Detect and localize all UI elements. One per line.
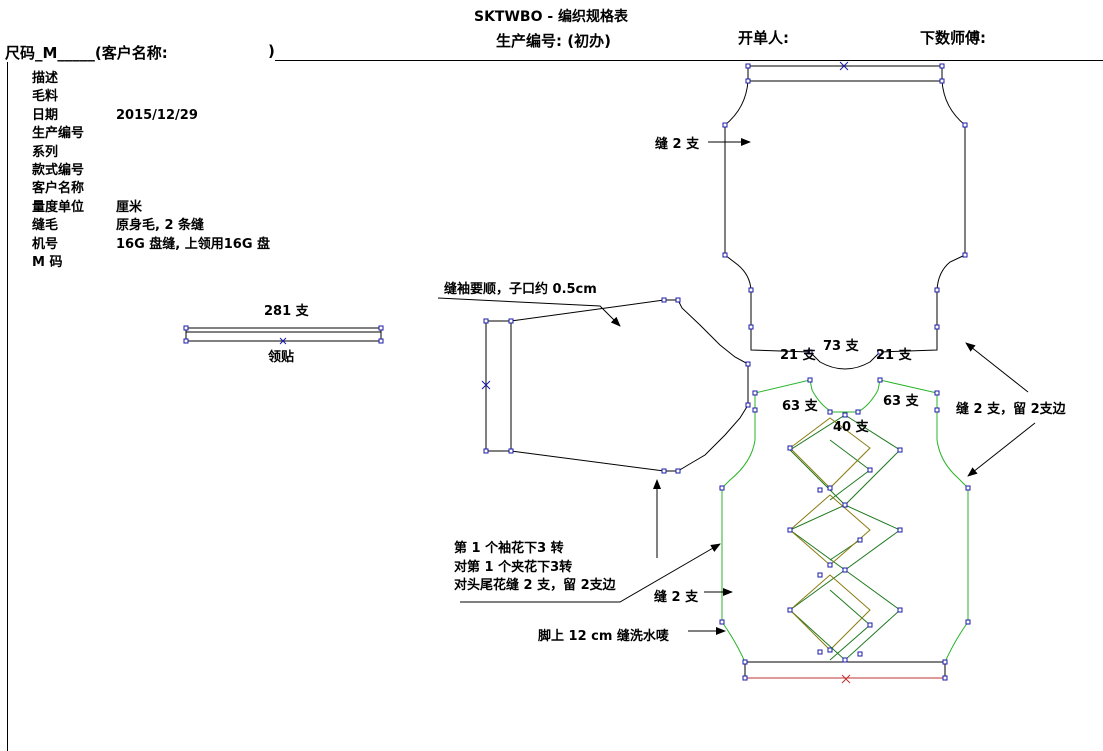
collar-handles bbox=[183, 325, 384, 344]
spec-label-machine: 机号 bbox=[32, 236, 59, 252]
spec-value-date: 2015/12/29 bbox=[116, 107, 198, 123]
pattern-note-1: 第 1 个袖花下3 转 bbox=[454, 541, 564, 556]
sleeve-outline bbox=[481, 299, 749, 472]
cable-diamonds-green bbox=[789, 414, 901, 661]
sleeve-handles bbox=[483, 297, 751, 474]
front-neck-label: 40 支 bbox=[833, 420, 869, 435]
annotation-arrows bbox=[437, 138, 1036, 635]
front-right-label: 63 支 bbox=[883, 394, 919, 409]
spec-label-seam-yarn: 缝毛 bbox=[32, 218, 59, 234]
pattern-note-3: 对头尾花缝 2 支，留 2支边 bbox=[454, 578, 616, 593]
left-margin-rule bbox=[7, 62, 8, 751]
spec-value-unit: 厘米 bbox=[116, 199, 143, 215]
size-label: 尺码_M_____(客户名称: bbox=[5, 44, 168, 62]
back-seam-label: 缝 2 支 bbox=[655, 137, 700, 152]
spec-label-production-no: 生产编号 bbox=[32, 126, 85, 142]
back-panel-outline bbox=[724, 61, 966, 370]
sleeve-note-label: 缝袖要顺，子口约 0.5cm bbox=[444, 282, 597, 297]
hem-note-label: 脚上 12 cm 缝洗水唛 bbox=[538, 629, 669, 644]
pattern-note-2: 对第 1 个夹花下3转 bbox=[454, 560, 573, 575]
front-left-label: 63 支 bbox=[782, 399, 818, 414]
front-handles bbox=[719, 377, 971, 681]
issuer-label: 开单人: bbox=[738, 29, 789, 47]
size-close: ) bbox=[268, 42, 275, 60]
cable-diamonds-olive bbox=[789, 417, 871, 651]
spec-labels: 描述 毛料 日期 生产编号 系列 款式编号 客户名称 量度单位 缝毛 机号 M … bbox=[32, 70, 84, 272]
spec-value-seam-yarn: 原身毛, 2 条缝 bbox=[116, 218, 205, 234]
side-seam-label: 缝 2 支，留 2支边 bbox=[956, 402, 1066, 417]
back-panel-handles bbox=[722, 63, 968, 355]
collar-name-label: 领贴 bbox=[268, 350, 295, 365]
spec-label-customer: 客户名称 bbox=[32, 181, 85, 197]
spec-value-machine: 16G 盘缝, 上领用16G 盘 bbox=[116, 236, 271, 252]
page-title: SKTWBO - 编织规格表 bbox=[474, 9, 629, 25]
spec-label-size: M 码 bbox=[32, 255, 63, 271]
production-number: 生产编号: (初办) bbox=[496, 32, 611, 50]
front-hem bbox=[744, 661, 946, 684]
spec-label-style-no: 款式编号 bbox=[32, 163, 85, 179]
shoulder-right-label: 21 支 bbox=[876, 348, 912, 363]
spec-label-unit: 量度单位 bbox=[32, 199, 85, 215]
front-panel-outline bbox=[721, 379, 969, 663]
master-label: 下数师傅: bbox=[920, 29, 986, 47]
back-neck-label: 73 支 bbox=[823, 339, 859, 354]
collar-count-label: 281 支 bbox=[264, 304, 309, 319]
spec-label-description: 描述 bbox=[32, 71, 59, 86]
collar-strip bbox=[185, 327, 382, 345]
header-rule bbox=[275, 60, 1103, 61]
spec-label-date: 日期 bbox=[32, 107, 59, 123]
spec-label-series: 系列 bbox=[32, 144, 59, 160]
spec-label-yarn: 毛料 bbox=[32, 89, 59, 105]
spec-values: 2015/12/29 厘米 原身毛, 2 条缝 16G 盘缝, 上领用16G 盘 bbox=[116, 70, 270, 272]
shoulder-left-label: 21 支 bbox=[780, 348, 816, 363]
front-seam-label: 缝 2 支 bbox=[654, 590, 699, 605]
